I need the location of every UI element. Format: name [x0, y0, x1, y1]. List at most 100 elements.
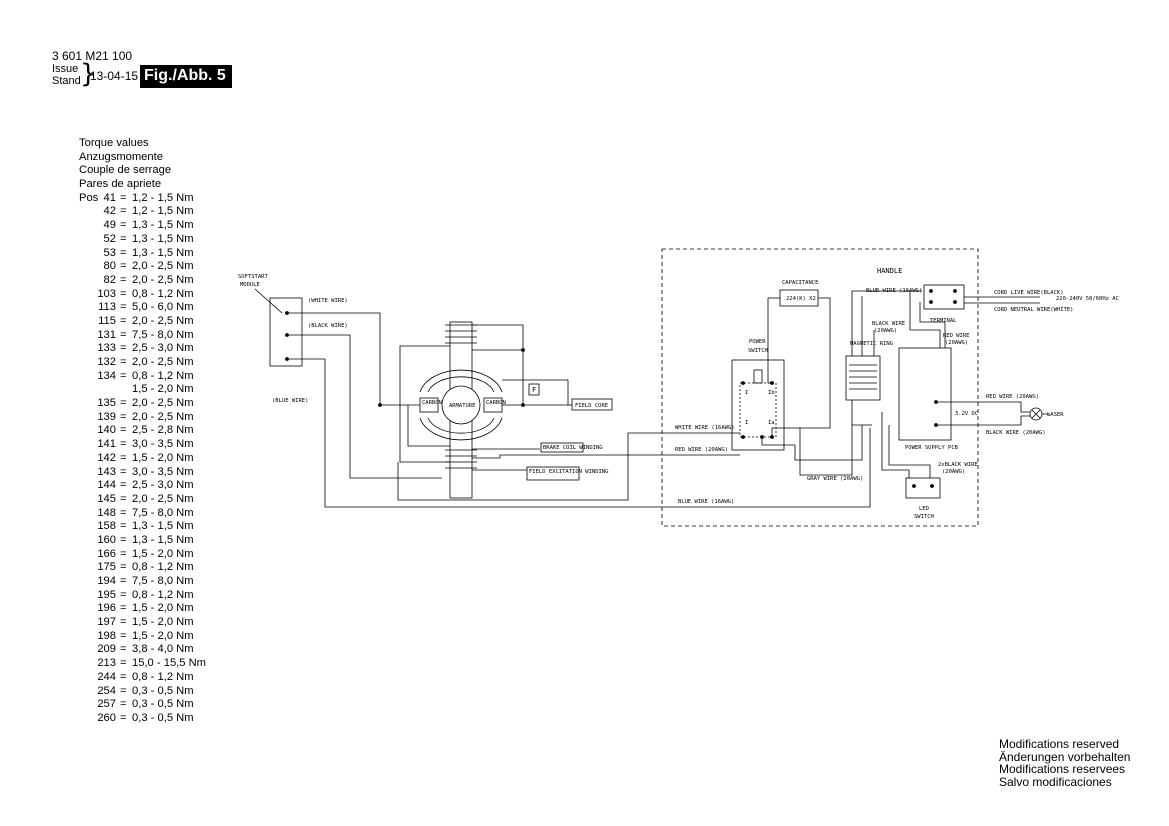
- wire-white: [287, 312, 381, 405]
- wire-left-lower: [407, 405, 450, 447]
- softstart-leader: [254, 288, 283, 314]
- black-wire-20a2-label: (20AWG): [874, 328, 897, 334]
- torque-row: 142=1,5 - 2,0 Nm: [79, 452, 193, 466]
- torque-pos: 260: [97, 711, 116, 724]
- torque-value: 2,0 - 2,5 Nm: [132, 260, 194, 273]
- torque-row: 53=1,3 - 1,5 Nm: [79, 246, 194, 261]
- torque-row: 196=1,5 - 2,0 Nm: [79, 602, 193, 616]
- gray-wire-label: GRAY WIRE (20AWG): [807, 476, 863, 482]
- power-supply-label: POWER SUPPLY PCB: [905, 445, 959, 451]
- wire-right-carbon: [502, 350, 524, 406]
- torque-row: 244=0,8 - 1,2 Nm: [79, 671, 193, 685]
- wire-term-psu-2: [919, 302, 946, 348]
- field-core-box: [571, 398, 613, 411]
- part-number: 3 601 M21 100: [52, 49, 133, 63]
- torque-pos: 135: [97, 397, 116, 410]
- cord-live-label: CORD LIVE WIRE(BLACK): [994, 290, 1064, 296]
- torque-pos: 53: [103, 246, 116, 259]
- wire-led-2: [888, 425, 931, 478]
- carbon-right-label: CARBON: [486, 400, 506, 406]
- torque-value: 3,0 - 3,5 Nm: [132, 465, 194, 478]
- wire-white-16: [397, 432, 740, 501]
- torque-title-fr: Couple de serrage: [79, 164, 172, 177]
- torque-row: 254=0,3 - 0,5 Nm: [79, 685, 193, 699]
- torque-value: 0,3 - 0,5 Nm: [132, 684, 194, 697]
- torque-pos: 113: [98, 301, 116, 314]
- sw-ib-label: Ib: [768, 390, 775, 396]
- torque-eq: =: [120, 273, 127, 286]
- cord-neutral-label: CORD NEUTRAL WIRE(WHITE): [994, 307, 1073, 313]
- cap-wire-left: [767, 298, 772, 384]
- power-switch-key: [753, 369, 763, 384]
- torque-row: 195=0,8 - 1,2 Nm: [79, 589, 193, 603]
- volt-label: 3.2V DC: [955, 411, 978, 417]
- torque-pos: 42: [103, 205, 116, 218]
- carbon-left-label: CARBON: [422, 400, 442, 406]
- power-switch-label-2: SWITCH: [748, 348, 768, 354]
- torque-pos: 82: [103, 273, 116, 286]
- softstart-label-1: SOFTSTART: [238, 274, 268, 280]
- wire-field-core: [502, 379, 569, 406]
- term-pin-1: [929, 289, 933, 293]
- wire-gray: [771, 425, 853, 476]
- torque-eq: =: [120, 219, 127, 232]
- torque-eq: =: [120, 575, 127, 587]
- torque-pos: 257: [97, 698, 116, 711]
- torque-eq: =: [120, 520, 127, 533]
- torque-title-es: Pares de apriete: [79, 178, 162, 191]
- field-exc-box: [526, 466, 580, 481]
- figure-label: Fig./Abb. 5: [140, 65, 232, 88]
- brace-glyph: }: [80, 59, 97, 89]
- torque-pos: 49: [103, 219, 116, 232]
- torque-pos: 52: [103, 232, 116, 245]
- wire-red-20: [472, 454, 740, 459]
- wire-black: [287, 334, 442, 479]
- torque-pos: 132: [97, 356, 116, 368]
- torque-row: 139=2,0 - 2,5 Nm: [79, 410, 193, 425]
- torque-eq: =: [120, 342, 127, 355]
- torque-title-de: Anzugsmomente: [79, 150, 163, 163]
- torque-value: 3,8 - 4,0 Nm: [132, 643, 194, 656]
- torque-eq: =: [120, 369, 127, 382]
- torque-value: 1,3 - 1,5 Nm: [132, 232, 194, 245]
- armature-circle: [441, 385, 481, 425]
- torque-pos: 140: [97, 424, 116, 437]
- torque-pos: 166: [97, 547, 116, 560]
- field-core-label: FIELD CORE: [575, 403, 608, 409]
- torque-value: 0,8 - 1,2 Nm: [132, 287, 194, 300]
- torque-value: 1,5 - 2,0 Nm: [132, 602, 194, 615]
- torque-row: 194=7,5 - 8,0 Nm: [79, 575, 193, 589]
- torque-value: 1,3 - 1,5 Nm: [132, 246, 194, 259]
- wire-laser-black: [936, 415, 1030, 426]
- magnetic-ring-box: [845, 355, 881, 401]
- torque-value: 2,0 - 2,5 Nm: [132, 314, 194, 327]
- torque-value: 0,3 - 0,5 Nm: [132, 698, 194, 711]
- torque-pos: 41: [103, 191, 116, 204]
- softstart-module-box: [269, 297, 303, 367]
- terminal-box: [923, 284, 965, 310]
- torque-value: 1,5 - 2,0 Nm: [132, 383, 194, 396]
- torque-eq: =: [120, 643, 127, 656]
- torque-value: 0,3 - 0,5 Nm: [132, 711, 194, 724]
- torque-pos: 158: [97, 520, 116, 533]
- wire-blue-main: [287, 358, 660, 508]
- torque-eq: =: [120, 410, 127, 423]
- handle-box: [661, 248, 979, 527]
- armature-label: ARMATURE: [449, 403, 476, 409]
- black2-label-1: 2xBLACK WIRE: [938, 462, 978, 468]
- junction-1: [378, 403, 382, 407]
- led-label-1: LED: [919, 506, 929, 512]
- torque-eq: =: [120, 314, 127, 327]
- torque-value: 2,5 - 3,0 Nm: [132, 342, 194, 355]
- torque-eq: =: [120, 629, 127, 642]
- laser-symbol: [1029, 407, 1043, 421]
- torque-row: 49=1,3 - 1,5 Nm: [79, 219, 194, 233]
- torque-row: 82=2,0 - 2,5 Nm: [79, 273, 194, 288]
- torque-eq: =: [120, 328, 127, 341]
- torque-eq: =: [120, 424, 127, 437]
- wire-left-lower2: [399, 405, 450, 463]
- torque-eq: =: [120, 287, 127, 300]
- black-wire-20a-label: BLACK WIRE: [872, 321, 905, 327]
